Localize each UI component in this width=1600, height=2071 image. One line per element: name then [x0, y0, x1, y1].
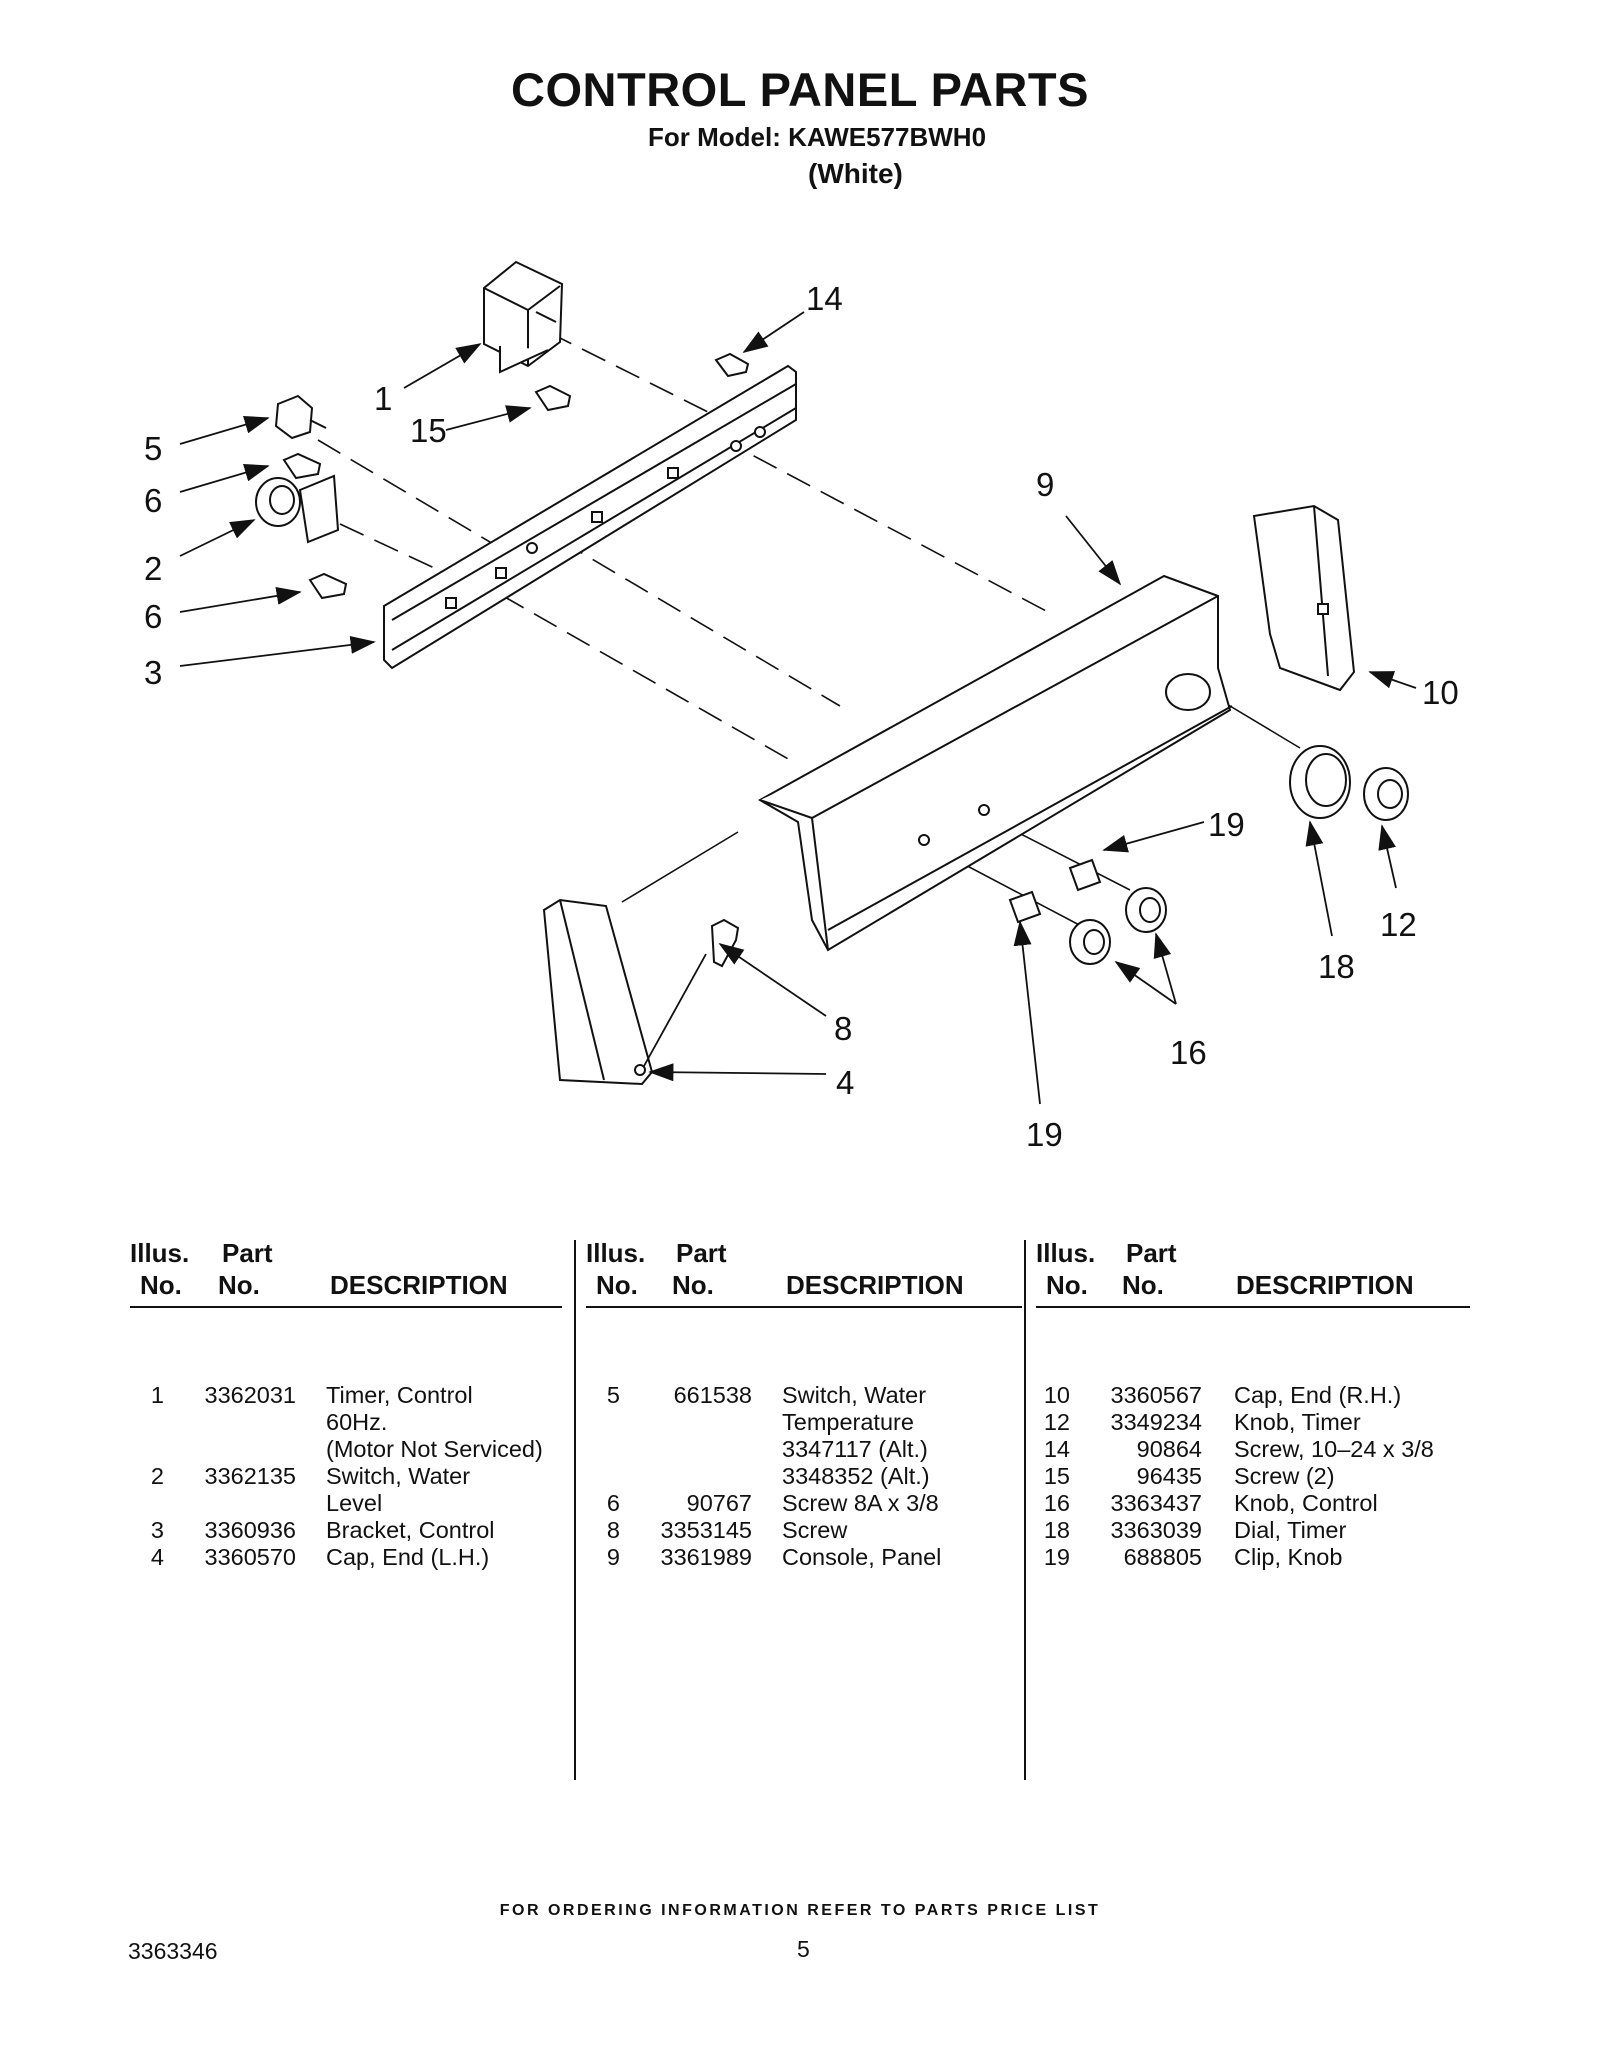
console-panel-part — [757, 574, 1233, 952]
header-rule — [1036, 1306, 1470, 1308]
header-rule — [586, 1306, 1022, 1308]
illus-no-header: No. — [1046, 1270, 1088, 1300]
document-number: 3363346 — [128, 1938, 218, 1964]
callout-16: 16 — [1170, 1034, 1207, 1071]
page-title: CONTROL PANEL PARTS — [511, 63, 1089, 116]
end-cap-lh-part — [542, 898, 654, 1086]
part-header: Part — [676, 1238, 727, 1268]
callout-3: 3 — [144, 654, 162, 691]
table-row: 1 3362031 Timer, Control 60Hz. (Motor No… — [150, 1382, 543, 1462]
header-rule — [130, 1306, 562, 1308]
callout-6a: 6 — [144, 482, 162, 519]
page-number: 5 — [797, 1936, 810, 1962]
parts-rows: 1 3362031 Timer, Control 60Hz. (Motor No… — [130, 1382, 565, 1571]
callout-5: 5 — [144, 430, 162, 467]
callout-2: 2 — [144, 550, 162, 587]
column-divider — [574, 1240, 576, 1780]
column-header: Illus. No. Part No. DESCRIPTION — [586, 1238, 1021, 1304]
callout-19b: 19 — [1026, 1116, 1063, 1153]
exploded-parts-diagram: 1 2 3 4 5 6 6 8 9 10 12 14 15 16 18 19 1… — [144, 260, 1459, 1153]
callout-18: 18 — [1318, 948, 1355, 985]
table-row: 18 3363039 Dial, Timer — [1043, 1517, 1347, 1543]
water-level-switch-part — [255, 474, 340, 544]
part-no-header: No. — [218, 1270, 260, 1300]
parts-column-3: Illus. No. Part No. DESCRIPTION 10 33605… — [1036, 1238, 1471, 1570]
column-header: Illus. No. Part No. DESCRIPTION — [1036, 1238, 1471, 1304]
table-row: 5 661538 Switch, Water Temperature 33471… — [606, 1382, 930, 1489]
table-row: 3 3360936 Bracket, Control — [150, 1517, 495, 1543]
description-header: DESCRIPTION — [330, 1270, 508, 1300]
table-row: 4 3360570 Cap, End (L.H.) — [150, 1544, 490, 1570]
screw-parts — [282, 352, 750, 600]
callout-9: 9 — [1036, 466, 1054, 503]
model-subtitle: For Model: KAWE577BWH0 — [648, 122, 987, 152]
callout-12: 12 — [1380, 906, 1417, 943]
table-row: 2 3362135 Switch, Water Level — [150, 1463, 471, 1516]
table-row: 15 96435 Screw (2) — [1043, 1463, 1335, 1489]
color-variant: (White) — [808, 158, 903, 189]
part-no-header: No. — [1122, 1270, 1164, 1300]
part-no-header: No. — [672, 1270, 714, 1300]
table-row: 12 3349234 Knob, Timer — [1043, 1409, 1361, 1435]
illus-header: Illus. — [130, 1238, 190, 1268]
parts-column-1: Illus. No. Part No. DESCRIPTION 1 336203… — [130, 1238, 565, 1570]
callout-15: 15 — [410, 412, 447, 449]
column-divider — [1024, 1240, 1026, 1780]
table-row: 6 90767 Screw 8A x 3/8 — [606, 1490, 939, 1516]
parts-column-2: Illus. No. Part No. DESCRIPTION 5 661538… — [586, 1238, 1022, 1570]
description-header: DESCRIPTION — [1236, 1270, 1414, 1300]
callout-19a: 19 — [1208, 806, 1245, 843]
description-header: DESCRIPTION — [786, 1270, 964, 1300]
illus-no-header: No. — [596, 1270, 638, 1300]
column-header: Illus. No. Part No. DESCRIPTION — [130, 1238, 565, 1304]
table-row: 8 3353145 Screw — [606, 1517, 848, 1543]
illus-no-header: No. — [140, 1270, 182, 1300]
callout-14: 14 — [806, 280, 843, 317]
ordering-note: FOR ORDERING INFORMATION REFER TO PARTS … — [499, 1902, 1101, 1919]
table-row: 9 3361989 Console, Panel — [606, 1544, 942, 1570]
water-temperature-switch-part — [274, 394, 327, 440]
illus-header: Illus. — [1036, 1238, 1096, 1268]
parts-rows: 10 3360567 Cap, End (R.H.) 12 3349234 Kn… — [1036, 1382, 1471, 1571]
callout-8: 8 — [834, 1010, 852, 1047]
callout-4: 4 — [836, 1064, 854, 1101]
callout-labels: 1 2 3 4 5 6 6 8 9 10 12 14 15 16 18 19 1… — [144, 280, 1459, 1153]
parts-rows: 5 661538 Switch, Water Temperature 33471… — [586, 1382, 1021, 1571]
table-row: 14 90864 Screw, 10–24 x 3/8 — [1043, 1436, 1434, 1462]
table-row: 19 688805 Clip, Knob — [1043, 1544, 1343, 1570]
illus-header: Illus. — [586, 1238, 646, 1268]
control-bracket-part — [383, 364, 797, 670]
callout-1: 1 — [374, 380, 392, 417]
end-cap-rh-part — [1252, 504, 1356, 692]
table-row: 16 3363437 Knob, Control — [1043, 1490, 1378, 1516]
callout-10: 10 — [1422, 674, 1459, 711]
table-row: 10 3360567 Cap, End (R.H.) — [1043, 1382, 1402, 1408]
timer-part — [483, 260, 564, 374]
part-header: Part — [222, 1238, 273, 1268]
part-header: Part — [1126, 1238, 1177, 1268]
callout-6b: 6 — [144, 598, 162, 635]
